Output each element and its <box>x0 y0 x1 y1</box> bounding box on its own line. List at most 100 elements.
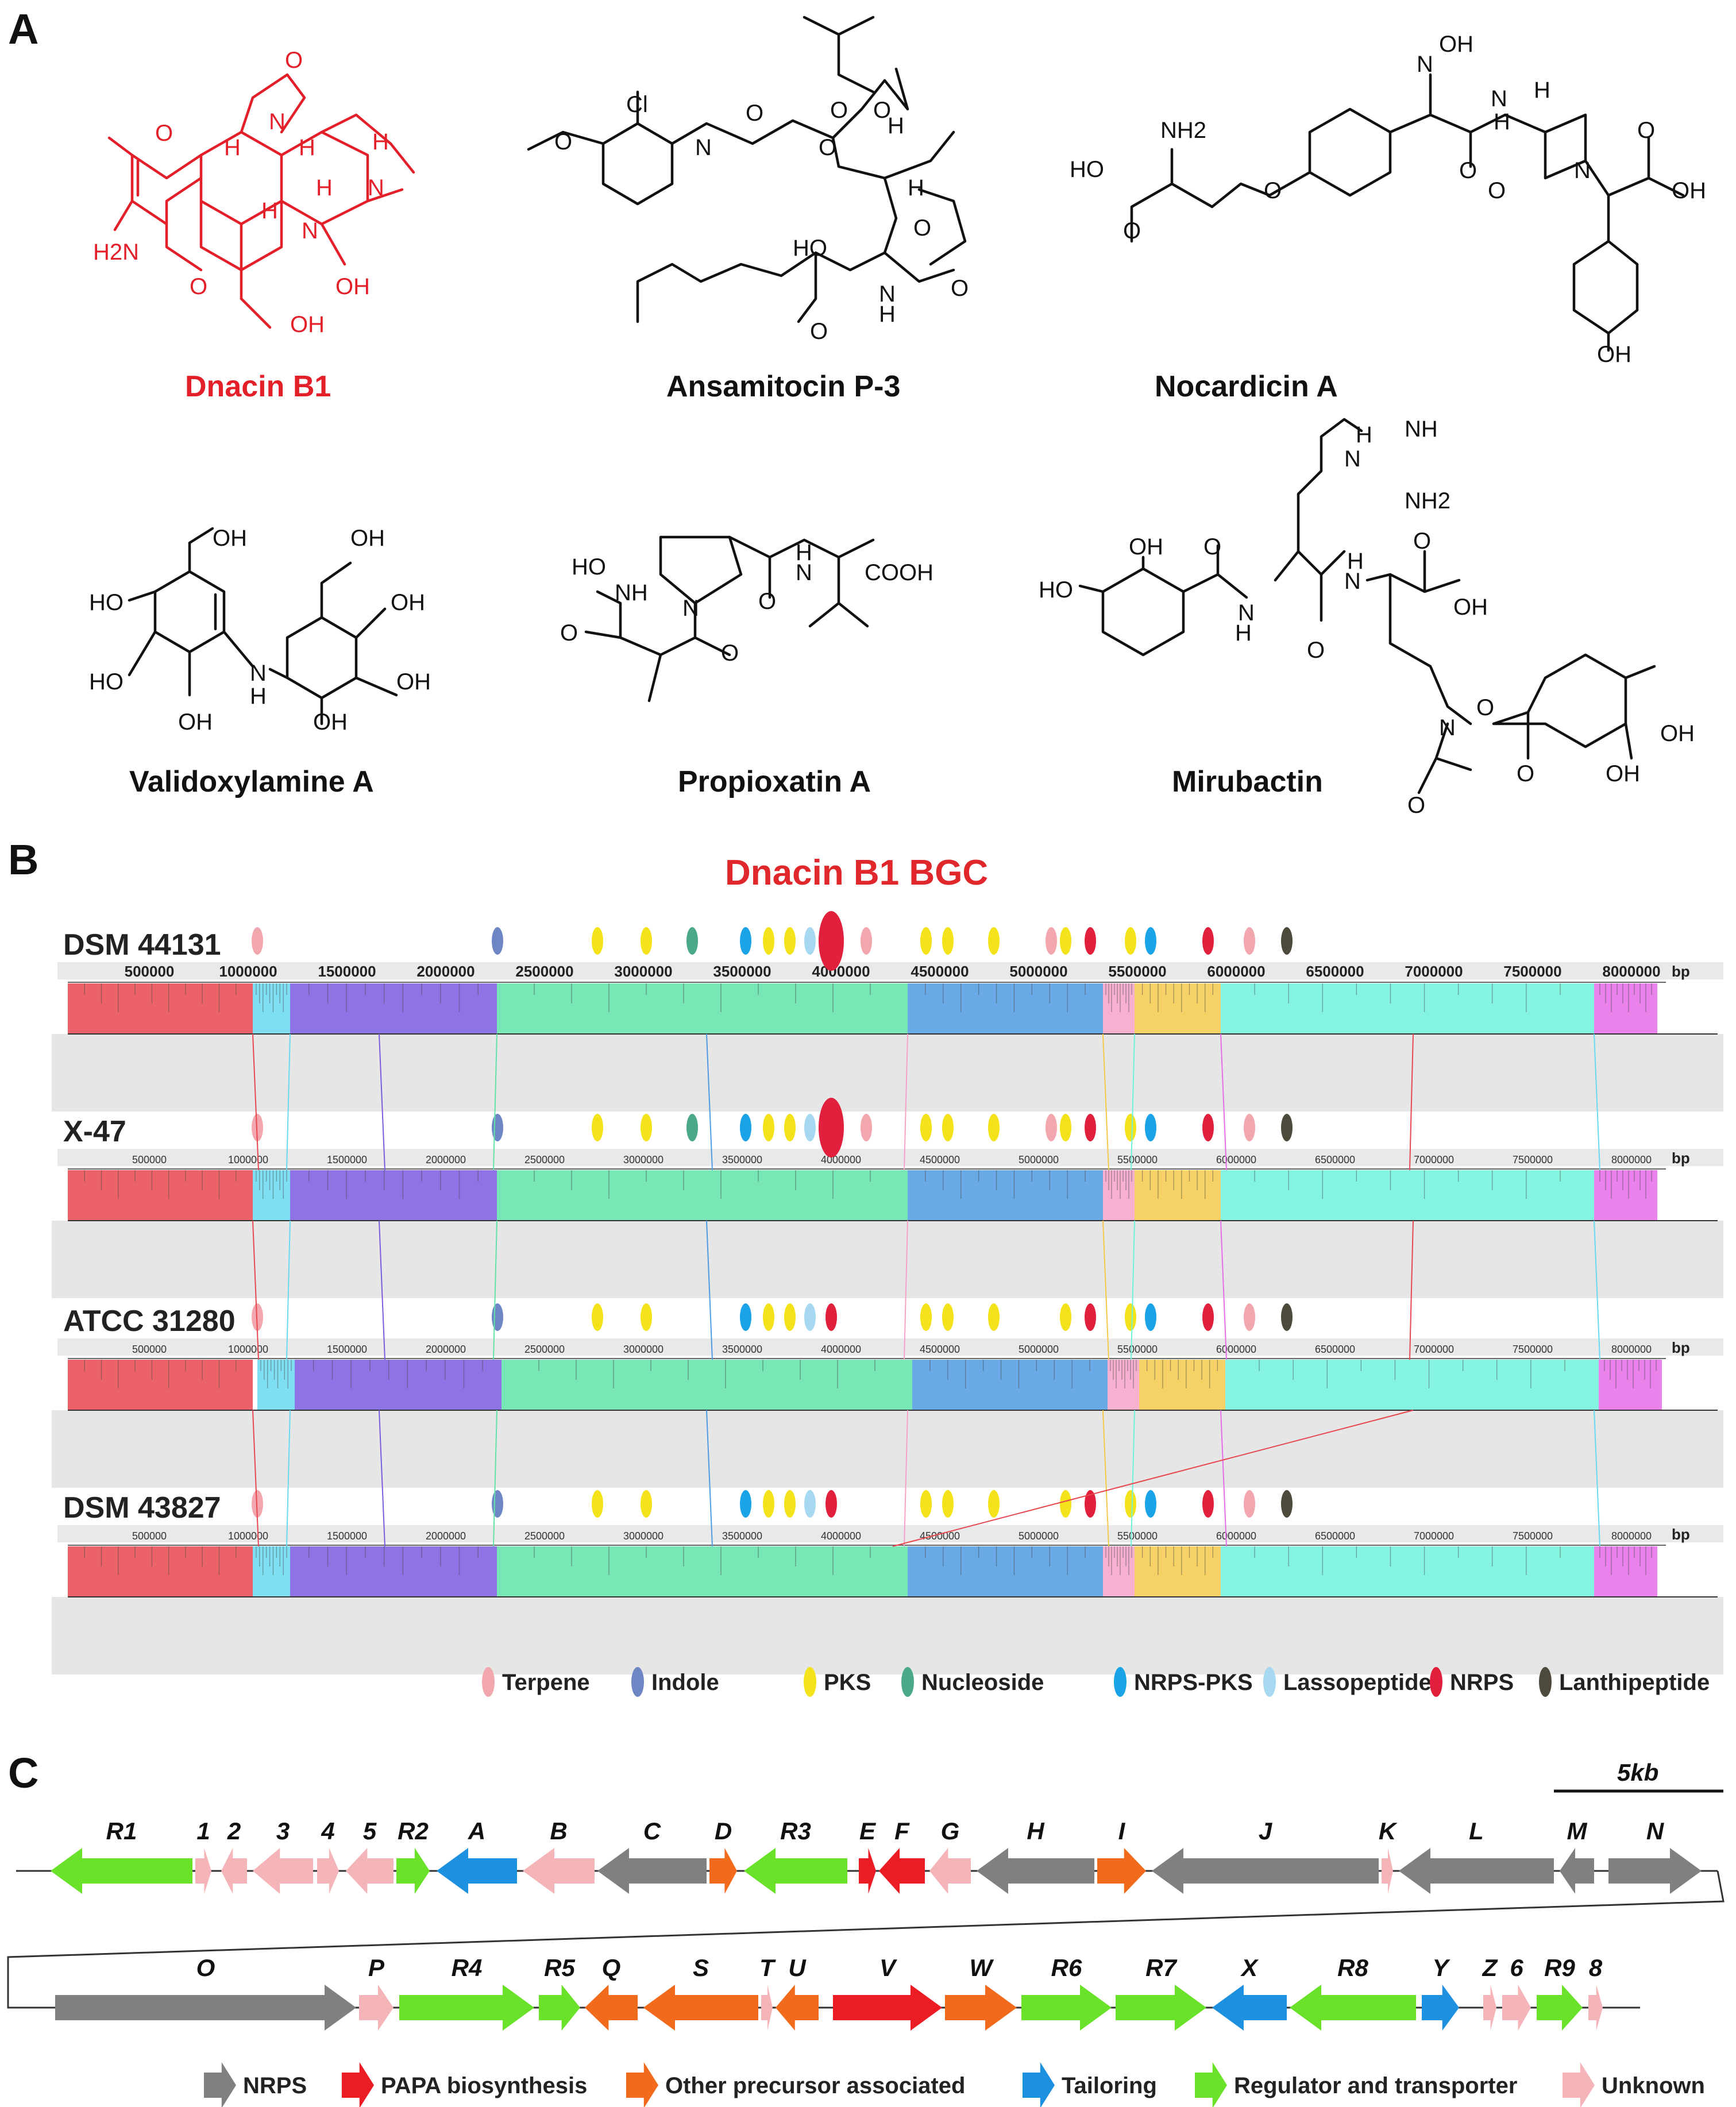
bgc-marker <box>1244 1490 1255 1518</box>
atom: COOH <box>865 560 933 585</box>
bgc-marker <box>942 927 954 955</box>
atom: N <box>695 135 712 160</box>
lcb-connector <box>1102 1220 1109 1360</box>
molecule-label-dnacin-b1: Dnacin B1 <box>185 370 331 403</box>
gene-arrow <box>1116 1985 1206 2031</box>
atom: N <box>1238 600 1255 626</box>
gene-arrow <box>1212 1985 1287 2031</box>
atom: N <box>269 109 286 134</box>
axis-unit: bp <box>1672 1339 1690 1356</box>
lcb-block <box>1135 983 1221 1034</box>
lcb-connector <box>1102 1033 1109 1171</box>
axis-tick-label: 3000000 <box>623 1344 663 1355</box>
lcb-block <box>290 983 497 1034</box>
legend-swatch <box>804 1667 816 1697</box>
lcb-connector <box>1594 1410 1600 1547</box>
axis-tick-label: 4500000 <box>920 1530 960 1542</box>
bgc-marker <box>861 927 872 955</box>
gene-arrow <box>1483 1985 1496 2031</box>
gene-label: D <box>715 1817 732 1844</box>
bgc-marker <box>592 1490 603 1518</box>
atom: HO <box>1070 157 1104 182</box>
atom: HO <box>89 590 124 615</box>
atom: O <box>830 98 848 123</box>
gene-label: L <box>1469 1817 1484 1844</box>
molecule-label-validoxylamine-a: Validoxylamine A <box>129 765 374 798</box>
lcb-connector <box>493 1410 497 1547</box>
lcb-connector <box>706 1220 713 1360</box>
gene-label: Z <box>1482 1954 1498 1981</box>
bgc-marker <box>1125 927 1136 955</box>
lcb-connector <box>1102 1410 1109 1547</box>
legend-label: Lassopeptide <box>1283 1670 1432 1695</box>
atom: H <box>796 540 812 565</box>
atom: N <box>1344 569 1361 594</box>
atom: HO <box>572 554 606 580</box>
gene-arrow <box>626 2062 658 2107</box>
bgc-marker <box>1202 927 1214 955</box>
legend-label: Indole <box>651 1670 719 1695</box>
gene-label: X <box>1240 1954 1259 1981</box>
lcb-block <box>68 983 253 1034</box>
gene-arrow <box>833 1985 942 2031</box>
atom: OH <box>213 526 247 551</box>
gene-label: R4 <box>452 1954 483 1981</box>
bgc-marker <box>641 1490 652 1518</box>
atom: OH <box>391 590 425 615</box>
atom: O <box>554 129 572 155</box>
lcb-block <box>1221 1546 1594 1597</box>
bgc-marker <box>784 1114 796 1141</box>
legend-label: NRPS-PKS <box>1134 1670 1253 1695</box>
axis-tick-label: 5000000 <box>1019 1530 1059 1542</box>
gene-arrow <box>1097 1848 1146 1894</box>
gene-label: P <box>368 1954 385 1981</box>
bgc-marker <box>1244 927 1255 955</box>
legend-swatch <box>1114 1667 1127 1697</box>
axis-tick-label: 6000000 <box>1216 1154 1256 1166</box>
atom: O <box>1307 638 1325 663</box>
lcb-connector <box>706 1410 713 1547</box>
axis-tick-label: 1000000 <box>228 1530 268 1542</box>
bgc-marker <box>804 1303 816 1331</box>
gene-label: Q <box>602 1954 621 1982</box>
atom: OH <box>1606 761 1640 786</box>
gene-arrow <box>359 1985 394 2031</box>
gene-arrow <box>1023 2062 1055 2107</box>
atom: O <box>1517 761 1534 786</box>
bgc-marker <box>592 1303 603 1331</box>
atom: OH <box>1453 595 1488 620</box>
lcb-block <box>1225 1360 1599 1410</box>
lcb-block <box>1594 1170 1657 1221</box>
gene-label: R1 <box>106 1817 137 1844</box>
atom: O <box>1637 118 1655 143</box>
lcb-connector <box>1220 1220 1227 1360</box>
strain-label: X-47 <box>63 1115 126 1148</box>
panel-c-letter: C <box>8 1749 38 1797</box>
gene-arrow <box>643 1985 758 2031</box>
bgc-marker <box>1085 1490 1096 1518</box>
gene-arrow <box>1537 1985 1583 2031</box>
axis-tick-label: 2000000 <box>426 1344 466 1355</box>
gene-label: 1 <box>196 1817 210 1844</box>
bgc-marker <box>1060 1303 1071 1331</box>
lcb-block <box>1221 983 1594 1034</box>
axis-tick-label: 2000000 <box>426 1154 466 1166</box>
bgc-marker <box>804 1490 816 1518</box>
lcb-connector <box>493 1220 497 1360</box>
legend-swatch <box>1430 1667 1442 1697</box>
axis-tick-label: 7500000 <box>1513 1530 1553 1542</box>
atom: H <box>372 129 389 155</box>
bgc-marker <box>763 1490 774 1518</box>
molecule-ansamitocin-p3: Cl O N O O O O H H HO O O N H O Ansamito… <box>527 16 969 403</box>
gene-arrow <box>317 1848 339 1894</box>
bgc-marker <box>1145 1114 1156 1141</box>
bgc-marker <box>920 1303 932 1331</box>
atom: O <box>819 135 836 160</box>
atom: OH <box>313 709 348 735</box>
atom: H <box>908 175 924 200</box>
axis-tick-label: 6500000 <box>1315 1154 1355 1166</box>
lcb-connector <box>892 1410 1414 1547</box>
connector-band <box>52 1221 1723 1298</box>
bgc-marker <box>1125 1303 1136 1331</box>
atom: HO <box>1039 577 1073 603</box>
